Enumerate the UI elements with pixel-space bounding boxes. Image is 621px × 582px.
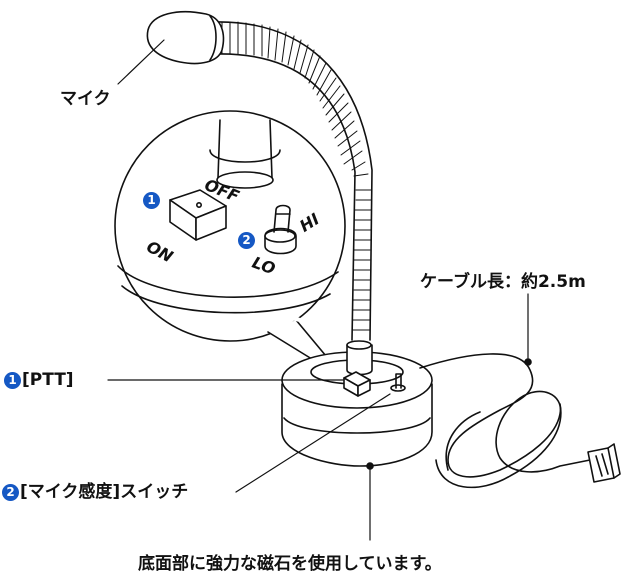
- zoom-badge-2: 2: [238, 232, 255, 249]
- zoom-badge-1: 1: [143, 192, 160, 209]
- cable: [419, 353, 591, 478]
- label-ptt-row: 1[PTT]: [4, 372, 74, 389]
- mic-grille-line: [209, 15, 217, 61]
- zoom-stem: [217, 119, 273, 179]
- mic-head: [146, 10, 225, 65]
- label-ptt: [PTT]: [22, 370, 74, 390]
- sensitivity-toggle: [390, 384, 406, 392]
- label-sensitivity-row: 2[マイク感度]スイッチ: [2, 484, 188, 501]
- badge-2: 2: [2, 484, 19, 501]
- label-base-magnet: 底面部に強力な磁石を使用しています。: [138, 554, 442, 574]
- leader-sensitivity: [235, 393, 391, 493]
- gooseneck-right-edge: [213, 53, 356, 341]
- power-plug: [587, 447, 615, 483]
- zoom-base-edge: [117, 265, 339, 298]
- badge-1: 1: [4, 372, 21, 389]
- leader-lines: [107, 39, 529, 541]
- callout-circle: [114, 110, 346, 342]
- leader-mic: [117, 39, 165, 85]
- gooseneck-left-edge: [213, 21, 373, 341]
- stem-collar: [346, 344, 373, 376]
- label-mic: マイク: [60, 89, 111, 109]
- label-sensitivity: [マイク感度]スイッチ: [20, 482, 189, 502]
- label-cable-length: ケーブル長：約2.5m: [420, 272, 586, 292]
